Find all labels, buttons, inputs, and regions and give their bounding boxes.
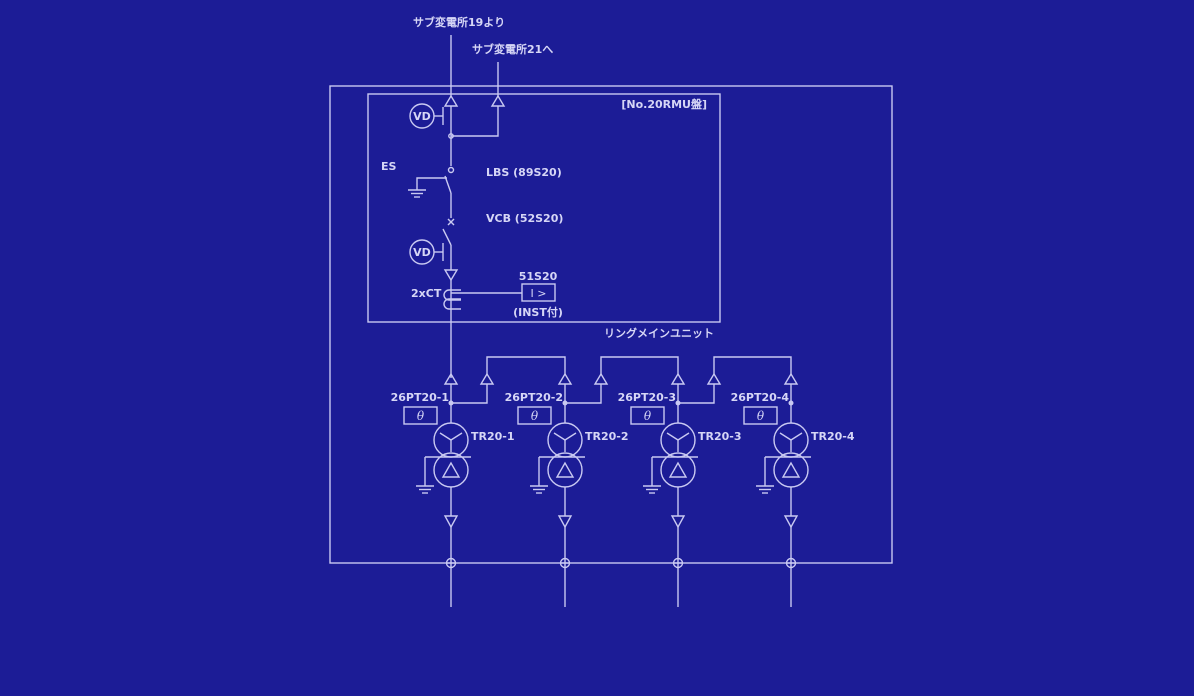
up-terminal-icon [593,372,609,385]
ring-main-unit-label: リングメインユニット [604,326,714,340]
transformer-icon [643,422,698,494]
earth-switch-ground-icon [408,177,447,198]
temperature-relay-box [403,406,438,425]
down-terminal-icon [443,269,459,282]
down-terminal-icon [557,515,573,529]
temperature-relay-box [743,406,778,425]
up-terminal-icon [479,372,495,385]
transformer-label: TR20-2 [585,430,629,443]
junction-node [675,400,681,406]
pt-label: 26PT20-2 [505,391,563,404]
ring-loop-line [600,356,679,374]
junction-node [448,400,454,406]
up-terminal-icon [670,372,686,385]
theta-symbol: θ [531,409,539,423]
ct-label: 2xCT [411,287,442,300]
svg-text:VD: VD [413,246,431,259]
outgoing-to-label: サブ変電所21へ [472,42,553,56]
cable-terminal-icon [445,557,457,569]
temperature-relay-box [517,406,552,425]
transformer-icon [756,422,811,494]
pt-label: 26PT20-4 [731,391,790,404]
cable-terminal-icon [785,557,797,569]
vacuum-circuit-breaker [442,218,455,270]
incoming-feeder-lines [443,35,506,166]
load-break-switch [444,166,455,218]
junction-node [562,400,568,406]
incoming-from-label: サブ変電所19より [413,15,505,29]
transformer-label: TR20-3 [698,430,742,443]
lbs-label: LBS (89S20) [486,166,562,179]
es-label: ES [381,160,397,173]
transformer-label: TR20-4 [811,430,855,443]
current-transformer [443,280,522,378]
junction-node [788,400,794,406]
relay-note: (INST付) [513,305,563,319]
ring-loop-line [713,356,792,374]
voltage-detector-2: VD [409,239,444,265]
up-terminal-icon [783,372,799,385]
rmu-panel-title: [No.20RMU盤] [621,97,707,111]
temperature-relay-box [630,406,665,425]
down-terminal-icon [443,515,459,529]
transformer-label: TR20-1 [471,430,515,443]
down-terminal-icon [670,515,686,529]
vcb-label: VCB (52S20) [486,212,563,225]
pt-label: 26PT20-1 [391,391,449,404]
rmu-panel-box [367,93,721,323]
down-terminal-icon [783,515,799,529]
overcurrent-relay: I > [521,283,556,302]
relay-name: 51S20 [519,270,558,283]
ring-loop-line [486,356,566,374]
theta-symbol: θ [417,409,425,423]
up-terminal-icon [706,372,722,385]
voltage-detector-1: VD [409,103,444,129]
cable-terminal-icon [672,557,684,569]
theta-symbol: θ [644,409,652,423]
outer-enclosure [329,85,893,564]
pt-label: 26PT20-3 [618,391,676,404]
cable-terminal-icon [559,557,571,569]
up-terminal-icon [557,372,573,385]
transformer-icon [416,422,471,494]
svg-text:I >: I > [531,287,547,300]
svg-text:VD: VD [413,110,431,123]
theta-symbol: θ [757,409,765,423]
transformer-icon [530,422,585,494]
